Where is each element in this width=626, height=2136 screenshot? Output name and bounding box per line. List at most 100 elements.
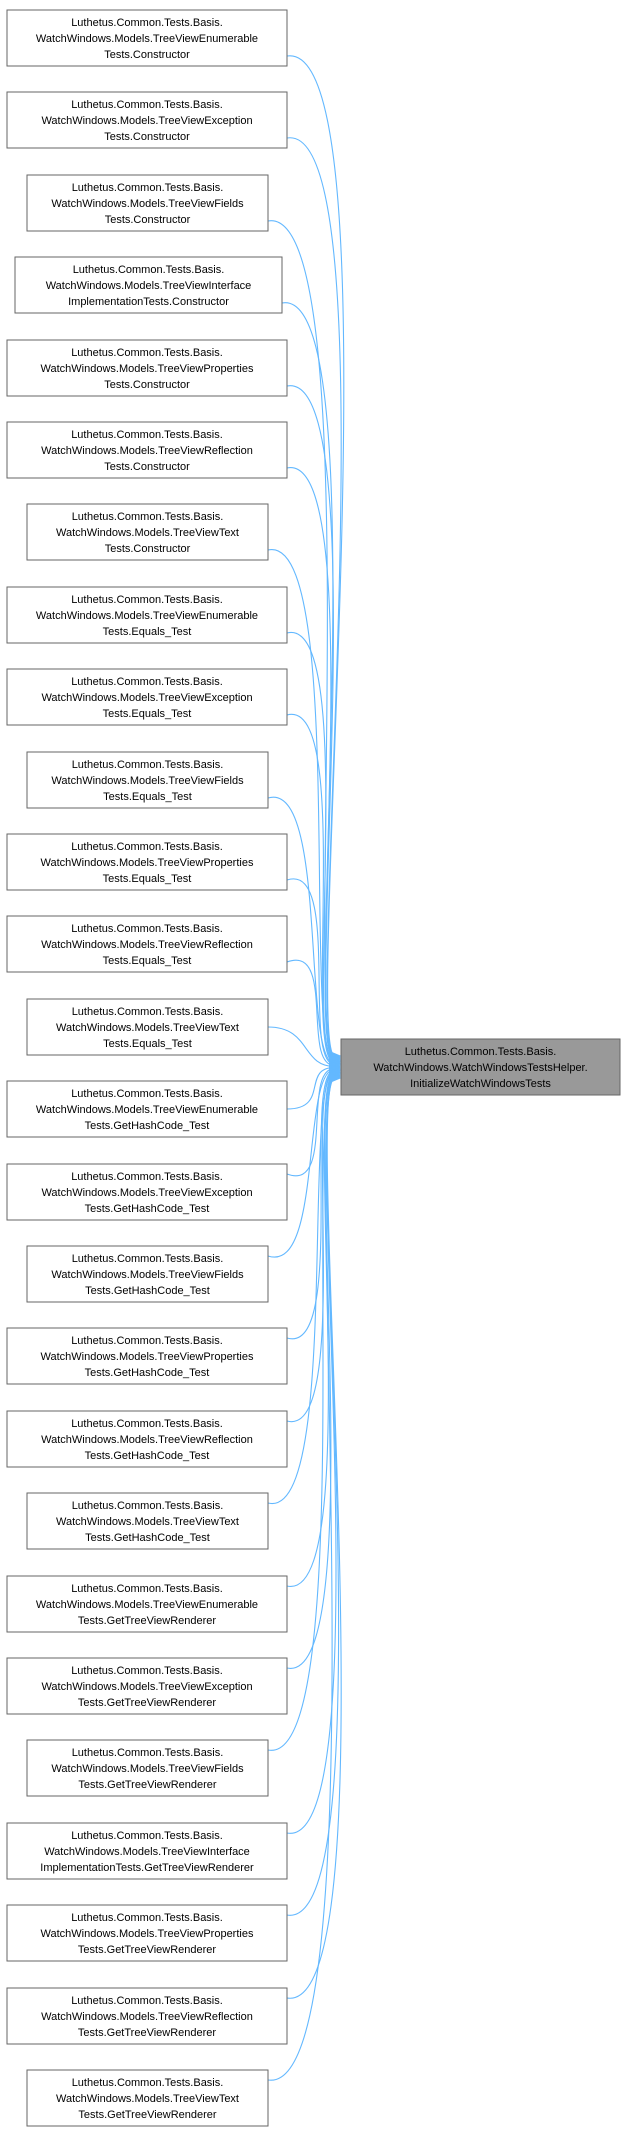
caller-node-box — [6, 1327, 288, 1385]
caller-node-line: WatchWindows.Models.TreeViewProperties — [41, 363, 254, 375]
caller-node-line: WatchWindows.Models.TreeViewInterface — [46, 280, 252, 292]
caller-node-line: Tests.GetTreeViewRenderer — [78, 2109, 217, 2121]
caller-node-line: Luthetus.Common.Tests.Basis. — [71, 1171, 223, 1183]
caller-node[interactable]: Luthetus.Common.Tests.Basis. WatchWindows… — [6, 91, 288, 149]
caller-node-box — [6, 668, 288, 726]
caller-node[interactable]: Luthetus.Common.Tests.Basis.WatchWindows… — [26, 1245, 269, 1303]
caller-node[interactable]: Luthetus.Common.Tests.Basis.WatchWindows… — [6, 1163, 288, 1221]
edge — [267, 1026, 336, 1068]
caller-node-line: Luthetus.Common.Tests.Basis. — [71, 1418, 223, 1430]
edge — [267, 1071, 336, 1504]
edge — [286, 137, 342, 1058]
caller-node-line: Tests.Equals_Test — [103, 626, 192, 638]
caller-node-line: Tests.Constructor — [104, 131, 190, 143]
edge — [286, 1069, 336, 1340]
caller-node-line: Tests.Constructor — [104, 49, 190, 61]
nodes: Luthetus.Common.Tests.Basis. WatchWindows… — [6, 9, 621, 2127]
caller-node[interactable]: Luthetus.Common.Tests.Basis.WatchWindows… — [26, 1739, 269, 1797]
caller-node-line: Tests.GetHashCode_Test — [85, 1532, 210, 1544]
caller-node-box — [6, 1575, 288, 1633]
edge — [286, 714, 336, 1064]
caller-node-line: Luthetus.Common.Tests.Basis. — [72, 1253, 224, 1265]
caller-node[interactable]: Luthetus.Common.Tests.Basis.WatchWindows… — [6, 1080, 288, 1138]
caller-node-box — [6, 9, 288, 67]
caller-node[interactable]: Luthetus.Common.Tests.Basis.WatchWindows… — [26, 2069, 269, 2127]
caller-node[interactable]: Luthetus.Common.Tests.Basis. WatchWindows… — [6, 1822, 288, 1880]
caller-node-line: WatchWindows.Models.TreeViewFields — [51, 198, 244, 210]
caller-node-line: Luthetus.Common.Tests.Basis. — [71, 1583, 223, 1595]
target-node[interactable]: Luthetus.Common.Tests.Basis.WatchWindows… — [340, 1038, 621, 1096]
caller-node-line: WatchWindows.Models.TreeViewText — [56, 527, 239, 539]
caller-node-line: Luthetus.Common.Tests.Basis. — [71, 1088, 223, 1100]
caller-node[interactable]: Luthetus.Common.Tests.Basis.WatchWindows… — [26, 1492, 269, 1550]
caller-node-box — [14, 256, 283, 314]
caller-node-line: Luthetus.Common.Tests.Basis. — [71, 1830, 223, 1842]
caller-node-line: WatchWindows.Models.TreeViewReflection — [41, 939, 253, 951]
caller-node-box — [6, 833, 288, 891]
caller-node-box — [26, 503, 269, 561]
caller-node-line: Tests.Constructor — [104, 461, 190, 473]
caller-node-line: WatchWindows.Models.TreeViewInterface — [44, 1846, 250, 1858]
caller-node-line: Tests.Equals_Test — [103, 708, 192, 720]
caller-node-box — [6, 1657, 288, 1715]
caller-node[interactable]: Luthetus.Common.Tests.Basis.WatchWindows… — [6, 9, 288, 67]
caller-node-line: Luthetus.Common.Tests.Basis. — [72, 1500, 224, 1512]
caller-node[interactable]: Luthetus.Common.Tests.Basis. WatchWindows… — [26, 751, 269, 809]
caller-node-box — [26, 1739, 269, 1797]
caller-node[interactable]: Luthetus.Common.Tests.Basis. WatchWindows… — [6, 1410, 288, 1468]
caller-node[interactable]: Luthetus.Common.Tests.Basis.WatchWindows… — [26, 998, 269, 1056]
caller-node-line: Luthetus.Common.Tests.Basis. — [71, 1995, 223, 2007]
caller-node[interactable]: Luthetus.Common.Tests.Basis. WatchWindows… — [6, 915, 288, 973]
caller-node-line: Tests.GetTreeViewRenderer — [78, 1779, 217, 1791]
caller-node-line: Tests.Equals_Test — [103, 955, 192, 967]
caller-node-line: WatchWindows.Models.TreeViewReflection — [41, 2011, 253, 2023]
caller-node-line: Luthetus.Common.Tests.Basis. — [73, 264, 225, 276]
caller-node-box — [6, 1410, 288, 1468]
caller-node-line: Tests.Constructor — [105, 214, 191, 226]
edges — [267, 55, 345, 2081]
caller-node-line: Luthetus.Common.Tests.Basis. — [72, 759, 224, 771]
caller-node[interactable]: Luthetus.Common.Tests.Basis.WatchWindows… — [6, 586, 288, 644]
edge — [286, 385, 336, 1060]
caller-node-box — [26, 174, 269, 232]
caller-node[interactable]: Luthetus.Common.Tests.Basis.WatchWindows… — [6, 1657, 288, 1715]
caller-node-box — [26, 751, 269, 809]
caller-node[interactable]: Luthetus.Common.Tests.Basis.WatchWindows… — [26, 174, 269, 232]
caller-node-box — [6, 421, 288, 479]
caller-node[interactable]: Luthetus.Common.Tests.Basis.WatchWindows… — [26, 503, 269, 561]
caller-node-line: Tests.GetTreeViewRenderer — [78, 1697, 217, 1709]
edge — [286, 467, 336, 1061]
caller-node[interactable]: Luthetus.Common.Tests.Basis.WatchWindows… — [6, 1327, 288, 1385]
caller-node[interactable]: Luthetus.Common.Tests.Basis.WatchWindows… — [6, 421, 288, 479]
caller-node-box — [6, 915, 288, 973]
caller-node-box — [6, 586, 288, 644]
caller-node-line: Tests.GetHashCode_Test — [85, 1120, 210, 1132]
caller-node-line: ImplementationTests.Constructor — [68, 296, 229, 308]
caller-node-line: WatchWindows.Models.TreeViewException — [41, 115, 252, 127]
caller-node-line: WatchWindows.Models.TreeViewFields — [51, 775, 244, 787]
caller-node-line: WatchWindows.Models.TreeViewException — [41, 1681, 252, 1693]
caller-node-box — [6, 1987, 288, 2045]
caller-node[interactable]: Luthetus.Common.Tests.Basis. WatchWindows… — [6, 1987, 288, 2045]
caller-node-line: Luthetus.Common.Tests.Basis. — [71, 1912, 223, 1924]
caller-node-box — [6, 1080, 288, 1138]
caller-node[interactable]: Luthetus.Common.Tests.Basis.WatchWindows… — [6, 668, 288, 726]
caller-node-line: Luthetus.Common.Tests.Basis. — [71, 99, 223, 111]
caller-node[interactable]: Luthetus.Common.Tests.Basis.WatchWindows… — [6, 833, 288, 891]
caller-node[interactable]: Luthetus.Common.Tests.Basis. WatchWindows… — [6, 1575, 288, 1633]
caller-node-line: ImplementationTests.GetTreeViewRenderer — [40, 1862, 254, 1874]
caller-node[interactable]: Luthetus.Common.Tests.Basis. WatchWindows… — [14, 256, 283, 314]
caller-node-line: Tests.Constructor — [105, 543, 191, 555]
edge — [267, 1074, 336, 1751]
caller-node-line: WatchWindows.Models.TreeViewEnumerable — [36, 1599, 258, 1611]
target-node-box — [340, 1038, 621, 1096]
caller-node-line: Luthetus.Common.Tests.Basis. — [71, 923, 223, 935]
caller-node-line: WatchWindows.Models.TreeViewException — [41, 692, 252, 704]
caller-node-box — [6, 1904, 288, 1962]
edge — [286, 55, 345, 1057]
caller-node-line: WatchWindows.Models.TreeViewText — [56, 1022, 239, 1034]
caller-node[interactable]: Luthetus.Common.Tests.Basis.WatchWindows… — [6, 339, 288, 397]
caller-node[interactable]: Luthetus.Common.Tests.Basis.WatchWindows… — [6, 1904, 288, 1962]
caller-node-line: WatchWindows.Models.TreeViewReflection — [41, 1434, 253, 1446]
